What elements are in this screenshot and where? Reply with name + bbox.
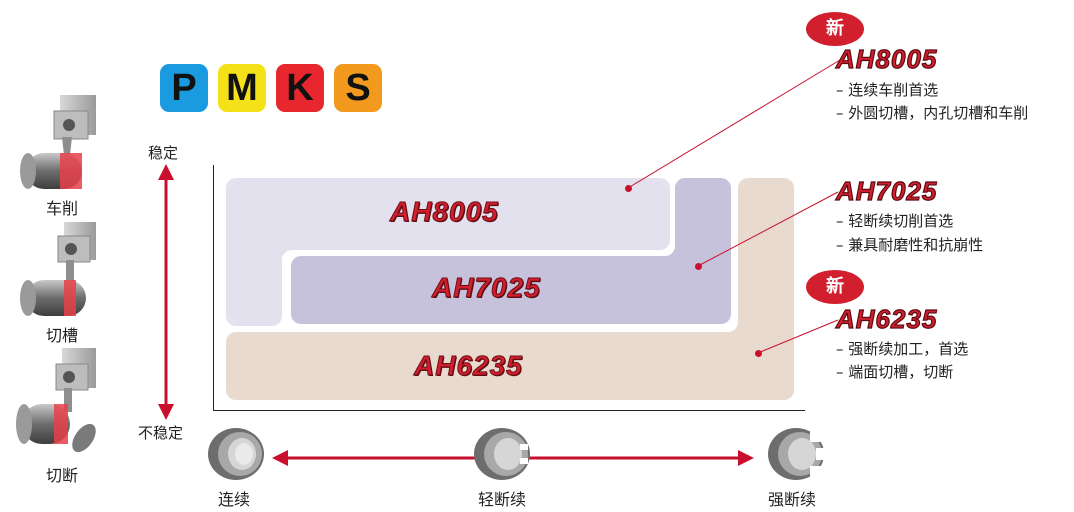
ah7025-feature-1: – 轻断续切削首选 bbox=[836, 212, 954, 230]
new-badge-ah8005: 新 bbox=[806, 12, 864, 46]
parting-illustration bbox=[16, 348, 96, 453]
ah7025-callout-title: AH7025 bbox=[835, 175, 938, 206]
stability-arrow bbox=[158, 164, 174, 420]
continuous-workpiece-icon bbox=[208, 428, 264, 480]
grooving-illustration bbox=[20, 222, 96, 316]
operation-label-grooving: 切槽 bbox=[46, 326, 79, 345]
chart-x-axis bbox=[213, 410, 805, 411]
pmks-badge-s: S bbox=[334, 64, 382, 112]
cutting-label-continuous: 连续 bbox=[218, 490, 251, 509]
ah8005-feature-2: – 外圆切槽，内孔切槽和车削 bbox=[836, 104, 1029, 122]
operation-label-turning: 车削 bbox=[46, 199, 79, 218]
pmks-badge-p: P bbox=[160, 64, 208, 112]
cutting-label-light-interrupted: 轻断续 bbox=[478, 490, 527, 509]
ah7025-pointer-dot bbox=[695, 263, 702, 270]
new-badge-ah6235: 新 bbox=[806, 270, 864, 304]
ah8005-feature-1: – 连续车削首选 bbox=[836, 81, 939, 99]
pmks-badge-k: K bbox=[276, 64, 324, 112]
ah7025-region bbox=[291, 178, 731, 324]
ah6235-feature-1: – 强断续加工，首选 bbox=[836, 340, 969, 358]
light-interrupted-workpiece-icon bbox=[474, 428, 530, 480]
ah6235-pointer-dot bbox=[755, 350, 762, 357]
ah8005-pointer-dot bbox=[625, 185, 632, 192]
ah6235-region bbox=[226, 178, 794, 400]
chart-y-axis bbox=[213, 165, 214, 410]
stability-low-label: 不稳定 bbox=[138, 424, 184, 442]
ah8005-region bbox=[226, 178, 670, 326]
operation-label-parting: 切断 bbox=[46, 466, 79, 485]
stability-high-label: 稳定 bbox=[148, 144, 179, 162]
ah8005-callout-title: AH8005 bbox=[835, 43, 938, 74]
ah6235-feature-2: – 端面切槽，切断 bbox=[836, 363, 954, 381]
ah7025-feature-2: – 兼具耐磨性和抗崩性 bbox=[836, 236, 984, 254]
ah7025-region-label: AH7025 bbox=[432, 272, 541, 304]
ah6235-callout-title: AH6235 bbox=[835, 303, 938, 334]
turning-illustration bbox=[20, 95, 96, 189]
ah6235-region-label: AH6235 bbox=[414, 350, 523, 382]
ah8005-region-label: AH8005 bbox=[390, 196, 499, 228]
heavy-interrupted-workpiece-icon bbox=[768, 428, 828, 480]
pmks-badge-m: M bbox=[218, 64, 266, 112]
cutting-label-heavy-interrupted: 强断续 bbox=[768, 490, 817, 509]
